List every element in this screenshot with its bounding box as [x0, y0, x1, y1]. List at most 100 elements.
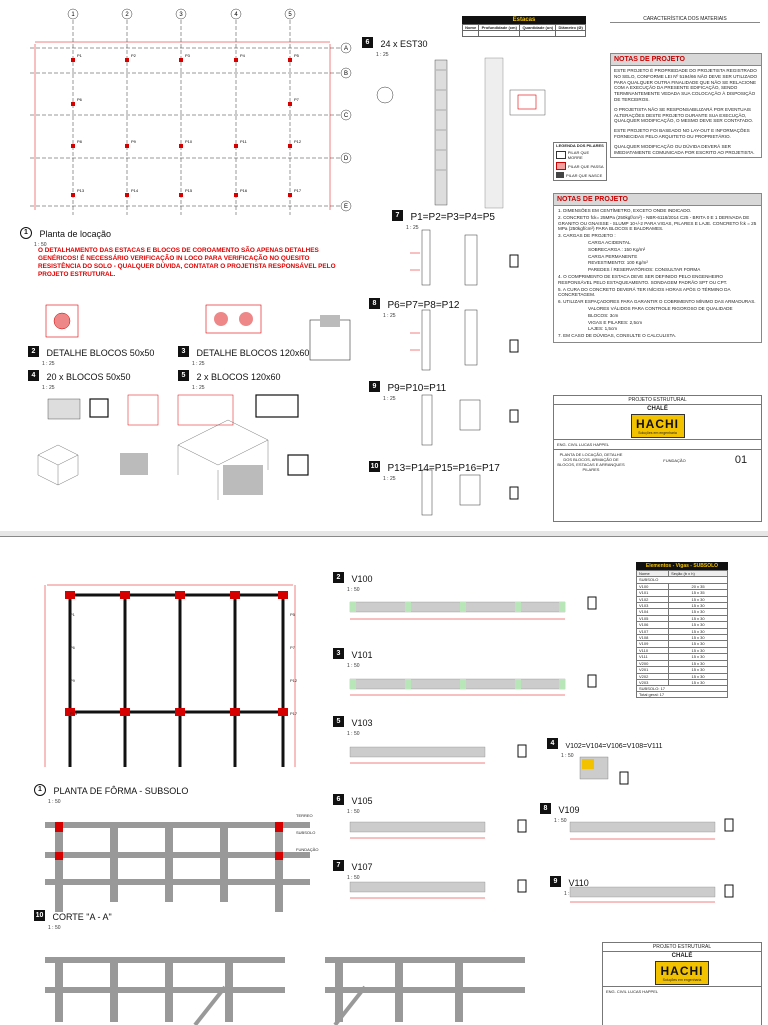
drawing-scale: 1 : 50: [347, 587, 360, 593]
pillar-label: P6: [77, 97, 83, 102]
drawing-number: 5: [178, 370, 189, 382]
note-item: 1. DIMENSÕES EM CENTÍMETRO, EXCETO ONDE …: [558, 208, 692, 213]
table-header: Diâmetro (Ø): [555, 24, 586, 31]
pile-detail-drawing: [376, 57, 546, 209]
client-name: CHALÉ: [671, 953, 693, 959]
table-title: Estacas: [462, 16, 586, 24]
note-item: BLOCOS: 3cm: [588, 312, 619, 318]
grid-bubble: [340, 42, 352, 54]
drawing-number: 3: [178, 346, 189, 358]
drawing-scale: 1 : 50: [554, 818, 567, 824]
detail-9-title: 9 P9=P10=P11 1 : 25: [369, 378, 446, 402]
estacas-table: Estacas Nome Profundidade (cm) Quantidad…: [461, 16, 586, 37]
note-item: CARGA ACIDENTAL: [588, 239, 631, 245]
pillar-marker: [71, 58, 75, 62]
grid-label: 4: [234, 12, 238, 18]
table-cell: 15 x 30: [668, 640, 728, 648]
elevation-v107-title: 7 V107 1 : 50: [333, 857, 372, 881]
elevation-v102-title: 4 V102=V104=V106=V108=V111 1 : 50: [547, 735, 663, 759]
pillar-label: P5: [290, 612, 295, 617]
logo-subtitle: Soluções em engenharia: [638, 431, 677, 435]
legend-label: PILAR QUE PASSA: [568, 163, 604, 169]
table-cell: 15 x 30: [668, 659, 728, 668]
note-item: 4. O COMPRIMENTO DE ESTACA DEVE SER DEFI…: [558, 273, 728, 285]
drawing-title: V110: [568, 878, 589, 888]
drawing-title: 24 x EST30: [380, 39, 428, 49]
drawing-number: 3: [333, 648, 344, 660]
logo-name: HACHI: [660, 964, 704, 978]
pillar-marker: [234, 193, 238, 197]
pillar-label: P15: [185, 188, 193, 193]
drawing-title: V103: [351, 718, 373, 728]
pillar-marker: [179, 144, 183, 148]
elevation-v101-title: 3 V101 1 : 50: [333, 645, 372, 669]
client-name: CHALÉ: [647, 406, 668, 412]
table-cell: 15 x 30: [668, 621, 728, 629]
note-item: SOBRECARGA : 150 Kg/m²: [588, 246, 646, 252]
pillar-label: P1: [70, 612, 75, 617]
drawing-scale: 1 : 50: [48, 799, 61, 805]
drawing-title: V102=V104=V106=V108=V111: [565, 743, 663, 750]
drawing-title: P13=P14=P15=P16=P17: [387, 463, 500, 474]
drawing-number: 1: [20, 226, 32, 239]
project-name: PROJETO ESTRUTURAL: [554, 396, 761, 405]
warning-note: O DETALHAMENTO DAS ESTACAS E BLOCOS DE C…: [38, 247, 336, 278]
pillar-label: P1: [77, 53, 83, 58]
section-title: 10 CORTE "A - A" 1 : 50: [34, 907, 112, 931]
pillar-label: P17: [290, 711, 298, 716]
table-cell: 15 x 30: [668, 653, 728, 661]
drawing-number: 2: [28, 346, 39, 358]
sheet-subject: PLANTA DE LOCAÇÃO, DETALHE DOS BLOCOS, A…: [557, 452, 625, 472]
drawing-scale: 1 : 50: [561, 753, 574, 759]
drawing-number: 10: [34, 910, 45, 922]
table-cell: 20 x 35: [668, 582, 728, 591]
table-cell: V200: [635, 659, 670, 668]
pillar-marker: [125, 193, 129, 197]
note-item: PAREDES / RESERVATÓRIOS: CONSULTAR FORMA: [588, 267, 701, 273]
detail-6-title: 6 24 x EST30 1 : 25: [362, 34, 427, 58]
pillar-marker: [125, 144, 129, 148]
grid-bubble: [67, 8, 79, 20]
pillar-marker: [234, 58, 238, 62]
notes-list-panel: NOTAS DE PROJETO 1. DIMENSÕES EM CENTÍME…: [553, 193, 762, 343]
grid-bubble: [340, 200, 352, 212]
engineer-name: ENG. CIVIL LUCAS HAPPEL: [603, 986, 761, 996]
drawing-number: 4: [547, 738, 558, 750]
table-cell: V110: [635, 646, 670, 655]
table-cell: V101: [635, 589, 670, 597]
grid-label: D: [344, 156, 349, 162]
legend-item: PILAR QUE MORRE: [556, 150, 604, 160]
detail-3-title: 3 DETALHE BLOCOS 120x60 1 : 25: [178, 343, 309, 367]
table-header: Nome: [635, 569, 670, 578]
table-title: Elementos - Vigas - SUBSOLO: [636, 562, 728, 570]
detail-7-title: 7 P1=P2=P3=P4=P5 1 : 25: [392, 207, 495, 231]
table-cell: 15 x 30: [668, 666, 728, 674]
drawing-scale: 1 : 25: [376, 52, 389, 58]
pillar-label: P10: [185, 139, 193, 144]
grid-label: A: [344, 46, 348, 52]
drawing-number: 9: [369, 381, 380, 393]
drawing-title: DETALHE BLOCOS 120x60: [196, 348, 310, 358]
pillar-marker: [288, 58, 292, 62]
section-aa-drawing: [45, 957, 525, 1025]
right-elevations-drawing: [569, 756, 734, 903]
table-cell: 15 x 30: [668, 672, 728, 680]
drawing-title: V101: [351, 650, 373, 660]
grid-label: 2: [125, 12, 129, 18]
pillar-label: P2: [131, 53, 137, 58]
drawing-title: V105: [351, 796, 373, 806]
right-pillar-labels: P5 P7 P12 P17: [290, 612, 297, 716]
drawing-number: 7: [333, 860, 344, 872]
company-logo: HACHI Soluções em engenharia: [655, 961, 709, 985]
title-block: PROJETO ESTRUTURAL CHALÉ HACHI Soluções …: [602, 942, 762, 1025]
drawing-title: 20 x BLOCOS 50x50: [46, 372, 131, 382]
